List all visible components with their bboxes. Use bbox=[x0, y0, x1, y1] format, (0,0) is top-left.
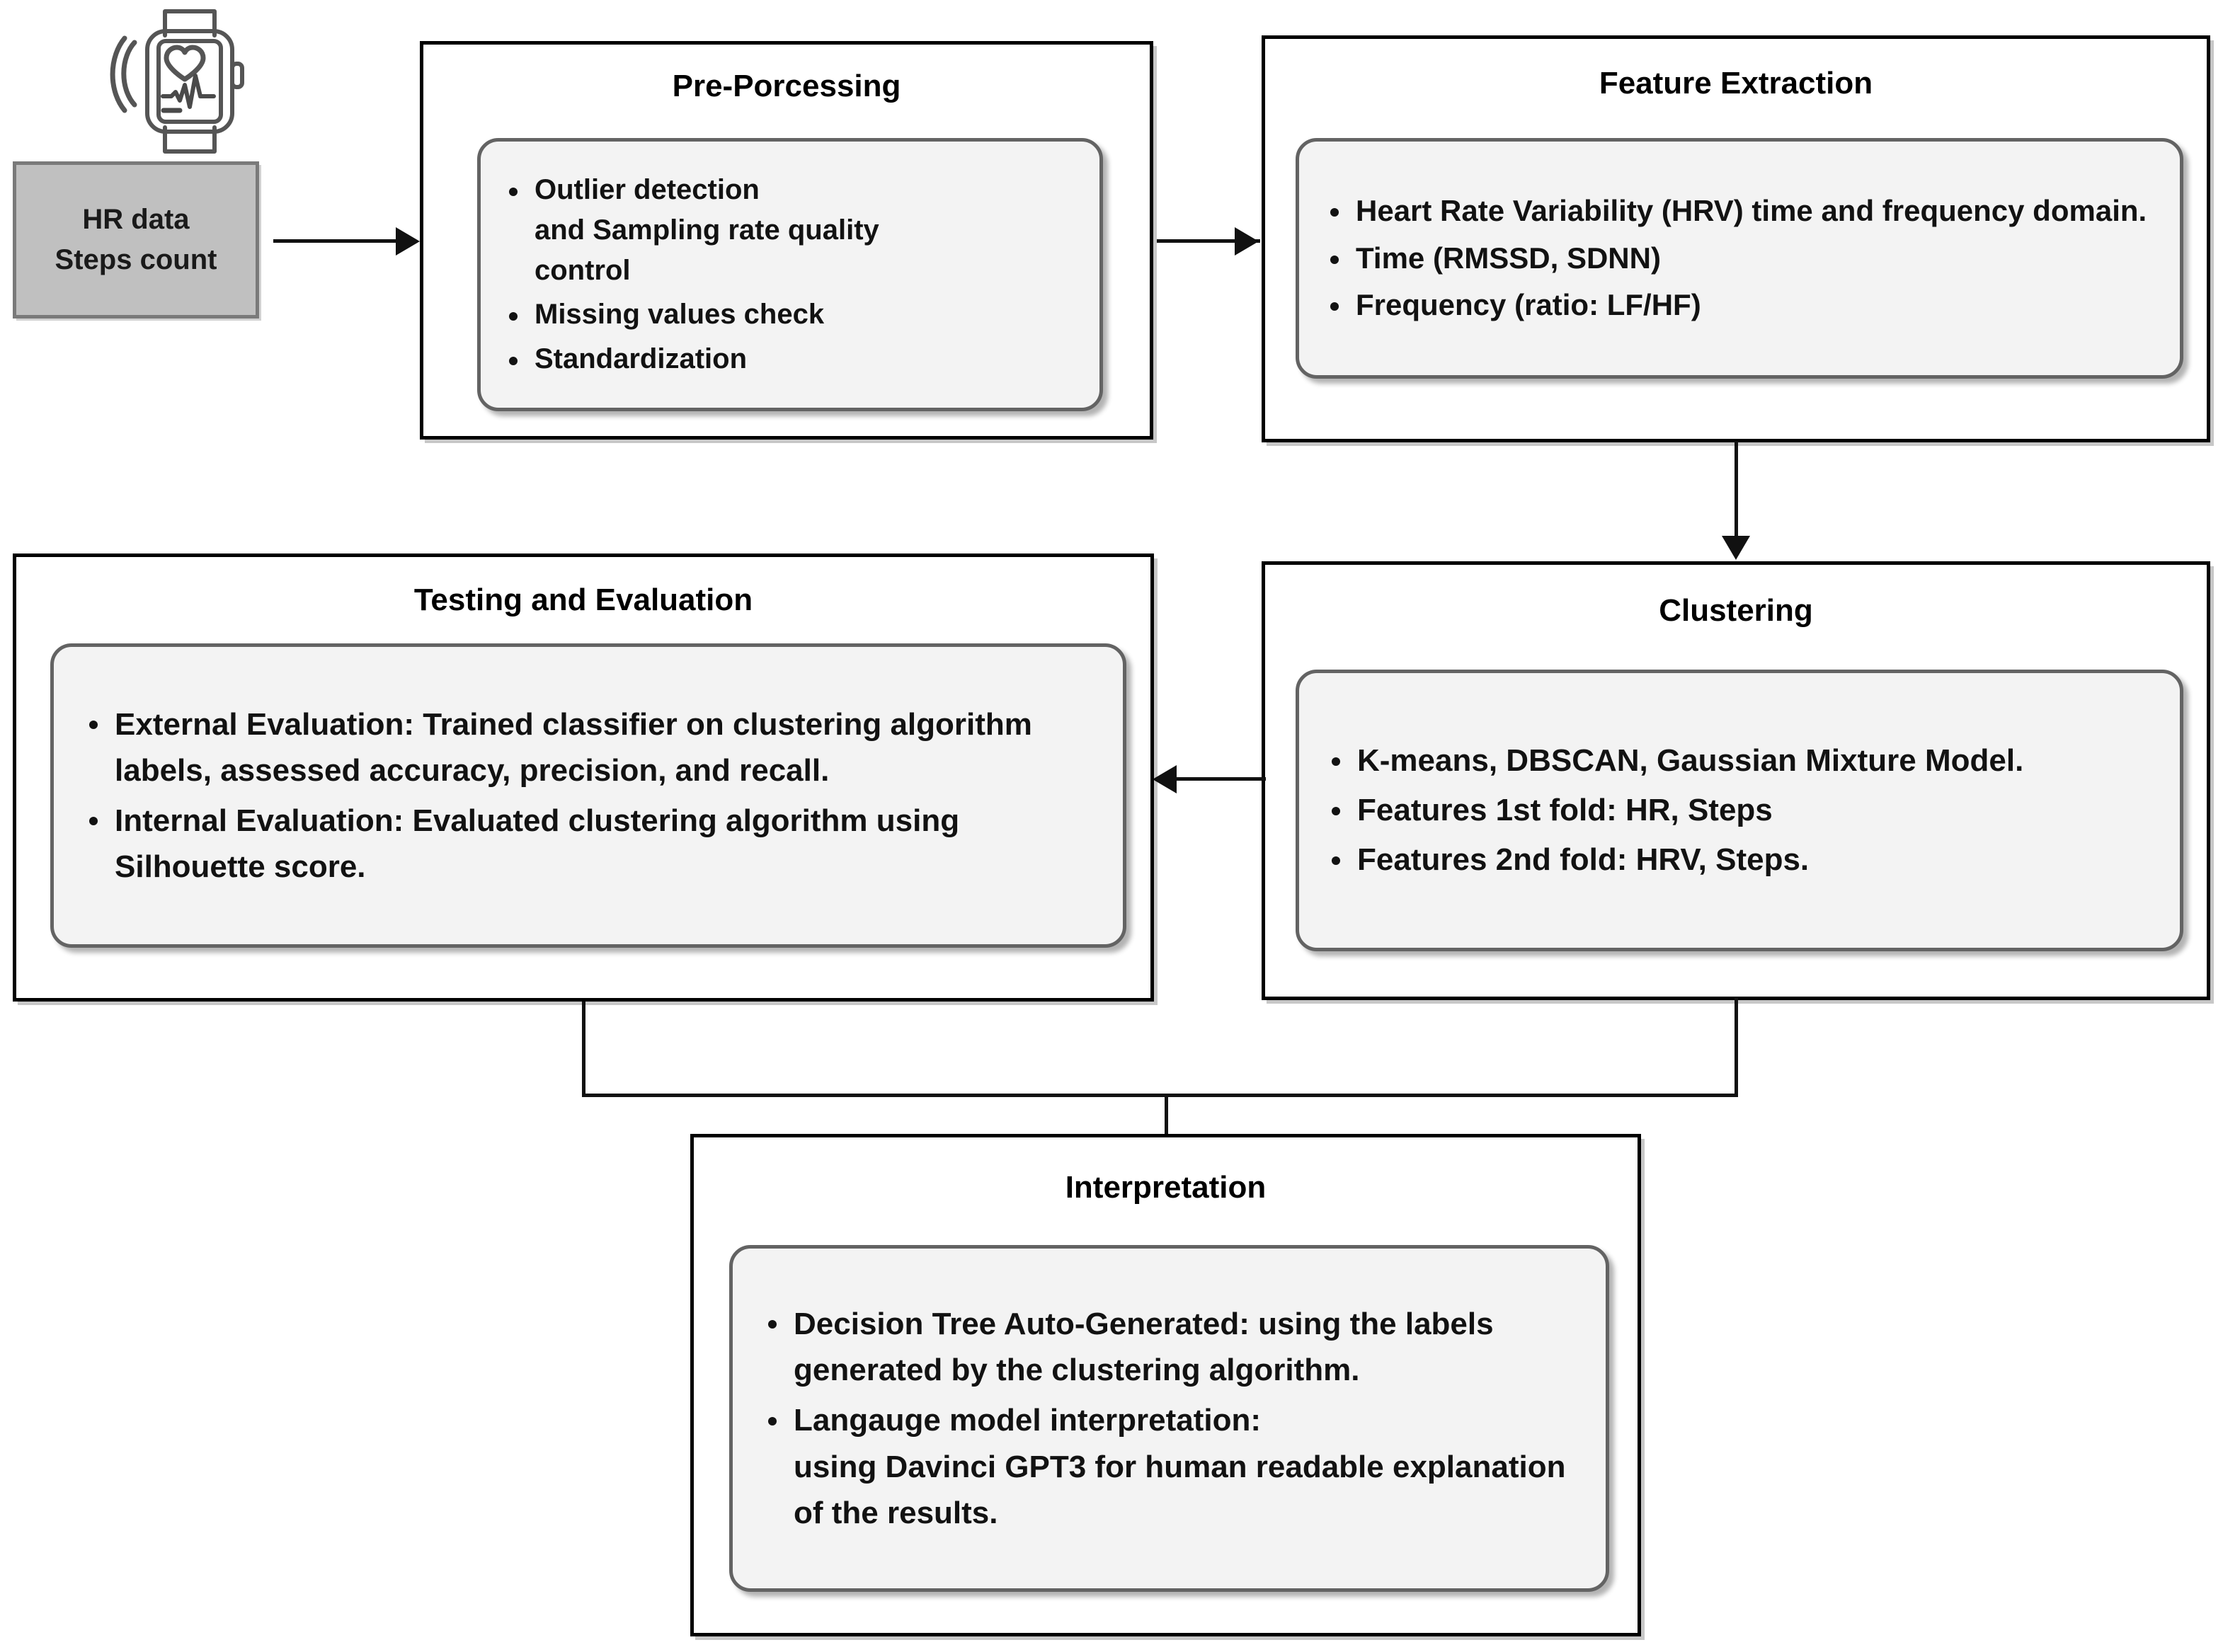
stage-testing-and-evaluation: Testing and Evaluation External Evaluati… bbox=[13, 553, 1154, 1002]
connector-testing-down-stub bbox=[582, 1002, 585, 1096]
panel-feature-extraction: Heart Rate Variability (HRV) time and fr… bbox=[1296, 138, 2183, 379]
connector-source-to-preprocessing bbox=[273, 239, 397, 243]
panel-clustering: K-means, DBSCAN, Gaussian Mixture Model.… bbox=[1296, 670, 2183, 951]
list-item: Standardization bbox=[502, 339, 1078, 379]
list-item: Time (RMSSD, SDNN) bbox=[1323, 237, 2156, 280]
stage-interpretation: Interpretation Decision Tree Auto-Genera… bbox=[690, 1134, 1641, 1636]
connector-preprocessing-to-feature-extraction bbox=[1157, 239, 1260, 243]
stage-title-interpretation: Interpretation bbox=[1065, 1170, 1267, 1205]
hr-data-source-box: HR data Steps count bbox=[13, 161, 259, 319]
panel-testing-and-evaluation: External Evaluation: Trained classifier … bbox=[50, 643, 1126, 948]
list-item: Features 2nd fold: HRV, Steps. bbox=[1325, 837, 2154, 883]
list-item: Internal Evaluation: Evaluated clusterin… bbox=[82, 798, 1095, 890]
stage-pre-processing: Pre-Porcessing Outlier detection and Sam… bbox=[420, 41, 1153, 440]
connector-merge-bar bbox=[582, 1094, 1738, 1097]
stage-title-pre-processing: Pre-Porcessing bbox=[672, 69, 901, 103]
stage-clustering: Clustering K-means, DBSCAN, Gaussian Mix… bbox=[1262, 561, 2210, 1000]
stage-title-feature-extraction: Feature Extraction bbox=[1599, 66, 1873, 101]
arrowhead-source-to-preprocessing bbox=[396, 227, 420, 256]
list-item: K-means, DBSCAN, Gaussian Mixture Model. bbox=[1325, 738, 2154, 784]
list-item: Outlier detection and Sampling rate qual… bbox=[502, 170, 1078, 290]
stage-feature-extraction: Feature Extraction Heart Rate Variabilit… bbox=[1262, 35, 2210, 442]
connector-feature-extraction-to-clustering bbox=[1735, 441, 1738, 540]
list-item: Decision Tree Auto-Generated: using the … bbox=[761, 1301, 1577, 1393]
connector-clustering-down-stub bbox=[1735, 998, 1738, 1096]
panel-pre-processing: Outlier detection and Sampling rate qual… bbox=[477, 138, 1103, 411]
connector-clustering-to-testing bbox=[1177, 777, 1266, 781]
list-item: External Evaluation: Trained classifier … bbox=[82, 701, 1095, 793]
arrowhead-feature-extraction-to-clustering bbox=[1722, 536, 1750, 560]
hr-data-line-2: Steps count bbox=[55, 244, 217, 275]
list-item: Heart Rate Variability (HRV) time and fr… bbox=[1323, 190, 2156, 232]
list-item: Frequency (ratio: LF/HF) bbox=[1323, 284, 2156, 326]
stage-title-clustering: Clustering bbox=[1659, 593, 1813, 628]
panel-interpretation: Decision Tree Auto-Generated: using the … bbox=[729, 1245, 1609, 1592]
stage-title-testing-and-evaluation: Testing and Evaluation bbox=[413, 583, 753, 617]
list-item: Features 1st fold: HR, Steps bbox=[1325, 788, 2154, 833]
list-item: Langauge model interpretation: using Dav… bbox=[761, 1397, 1577, 1535]
arrowhead-preprocessing-to-feature-extraction bbox=[1235, 227, 1259, 256]
list-item: Missing values check bbox=[502, 294, 1078, 335]
smartwatch-heart-rate-icon bbox=[92, 6, 251, 158]
arrowhead-clustering-to-testing bbox=[1153, 765, 1177, 793]
hr-data-line-1: HR data bbox=[82, 204, 190, 236]
